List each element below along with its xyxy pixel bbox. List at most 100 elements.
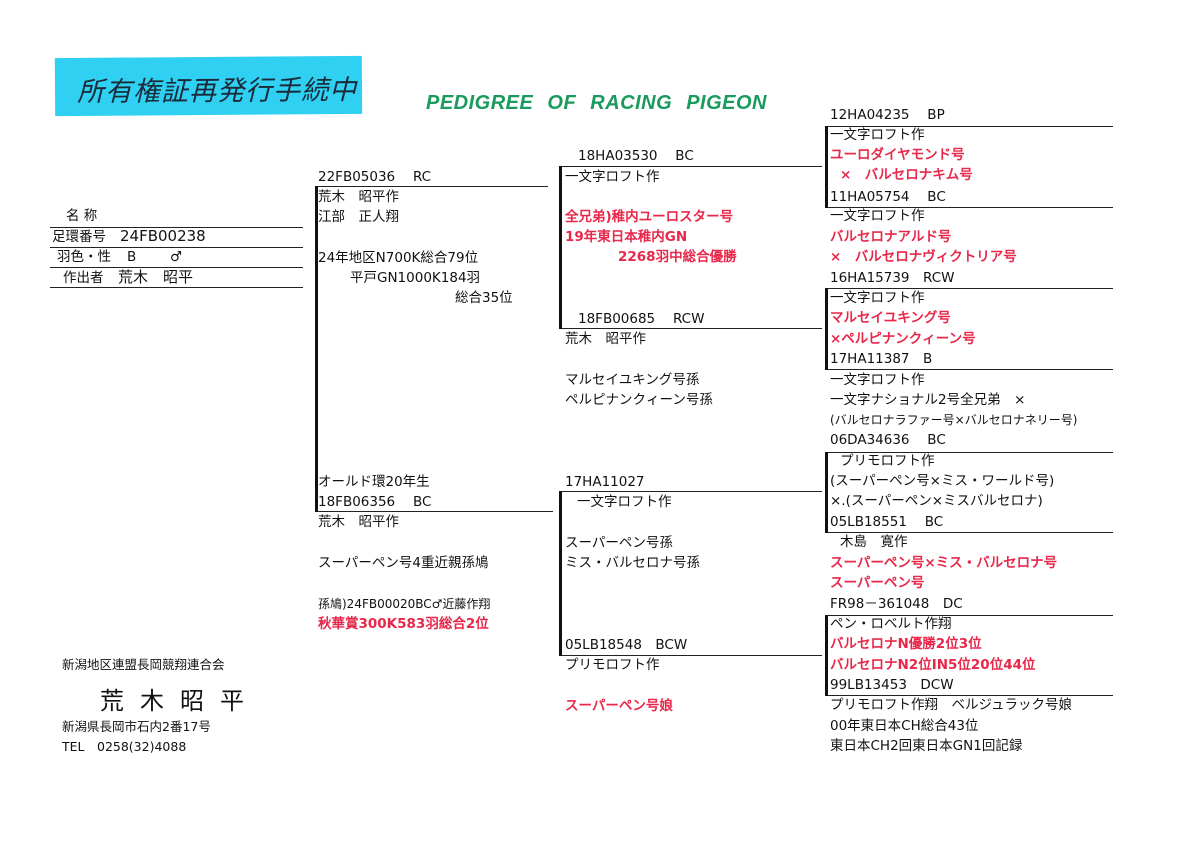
bracket-line <box>825 288 828 370</box>
gen3-pedigree-line: ×.(スーパーペン×ミスバルセロナ) <box>830 493 1043 509</box>
bracket-line <box>315 186 318 512</box>
bracket-line <box>560 655 822 656</box>
gen3-pedigree-line: 一文字ロフト作 <box>830 208 925 224</box>
handwritten-note: 所有権証再発行手続中 <box>76 74 358 108</box>
gen2-pedigree-line: 全兄弟)稚内ユーロスター号 <box>565 209 734 225</box>
gen3-pedigree-line: ユーロダイヤモンド号 <box>830 147 965 163</box>
sex-value: ♂ <box>170 249 183 265</box>
ring-number: 24FB00238 <box>120 227 206 245</box>
gen3-pedigree-line: 00年東日本CH総合43位 <box>830 718 979 734</box>
breeder-label: 作出者 <box>63 270 104 286</box>
gen3-pedigree-line: マルセイユキング号 <box>830 310 951 326</box>
gen1-pedigree-line: オールド環20年生 <box>318 474 430 490</box>
gen3-pedigree-line: プリモロフト作 <box>840 453 935 469</box>
gen3-pedigree-line: 05LB18551 BC <box>830 514 944 530</box>
ring-label: 足環番号 <box>52 229 106 245</box>
bracket-line <box>560 166 822 167</box>
gen3-pedigree-line: バルセロナN優勝2位3位 <box>830 636 982 652</box>
divider <box>50 267 303 268</box>
gen3-pedigree-line: × バルセロナヴィクトリア号 <box>830 249 1017 265</box>
gen1-pedigree-line: 秋華賞300K583羽総合2位 <box>318 616 489 632</box>
gen3-pedigree-line: スーパーペン号×ミス・バルセロナ号 <box>830 555 1058 571</box>
gen3-pedigree-line: 17HA11387 B <box>830 351 933 367</box>
bracket-line <box>316 186 548 187</box>
gen1-pedigree-line: 22FB05036 RC <box>318 169 432 185</box>
bracket-line <box>826 532 1113 533</box>
gen2-pedigree-line: 05LB18548 BCW <box>565 637 688 653</box>
bracket-line <box>825 126 828 208</box>
gen3-pedigree-line: 12HA04235 BP <box>830 107 945 123</box>
gen3-pedigree-line: 一文字ロフト作 <box>830 290 925 306</box>
bracket-line <box>825 615 828 696</box>
gen2-pedigree-line: ペルピナンクィーン号孫 <box>565 392 713 408</box>
bracket-line <box>826 369 1113 370</box>
bracket-line <box>560 491 822 492</box>
divider <box>50 227 303 228</box>
address: 新潟県長岡市石内2番17号 <box>62 719 211 734</box>
gen1-pedigree-line: 総合35位 <box>455 290 513 306</box>
bracket-line <box>825 452 828 533</box>
gen2-pedigree-line: スーパーペン号娘 <box>565 698 673 714</box>
gen3-pedigree-line: スーパーペン号 <box>830 575 925 591</box>
gen3-pedigree-line: バルセロナN2位IN5位20位44位 <box>830 657 1036 673</box>
bracket-line <box>560 328 822 329</box>
gen1-pedigree-line: 荒木 昭平作 <box>318 189 399 205</box>
bracket-line <box>826 126 1113 127</box>
gen3-pedigree-line: 06DA34636 BC <box>830 432 946 448</box>
gen1-pedigree-line: 24年地区N700K総合79位 <box>318 250 479 266</box>
bracket-line <box>559 491 562 656</box>
divider <box>50 287 303 288</box>
color-value: B <box>127 249 137 265</box>
gen1-pedigree-line: 平戸GN1000K184羽 <box>350 270 481 286</box>
gen3-pedigree-line: FR98－361048 DC <box>830 596 963 612</box>
gen3-pedigree-line: 東日本CH2回東日本GN1回記録 <box>830 738 1023 754</box>
gen2-pedigree-line: 19年東日本稚内GN <box>565 229 688 245</box>
bracket-line <box>826 207 1113 208</box>
color-sex-label: 羽色・性 <box>57 249 111 265</box>
gen1-pedigree-line: 荒木 昭平作 <box>318 514 399 530</box>
gen2-pedigree-line: 一文字ロフト作 <box>577 494 672 510</box>
gen2-pedigree-line: 17HA11027 <box>565 474 645 490</box>
bracket-line <box>316 511 553 512</box>
bracket-line <box>826 288 1113 289</box>
page-title: PEDIGREE OF RACING PIGEON <box>426 92 767 114</box>
gen1-pedigree-line: 孫鳩)24FB00020BC♂近藤作翔 <box>318 597 491 611</box>
bracket-line <box>559 166 562 329</box>
gen3-pedigree-line: 木島 寛作 <box>840 534 908 550</box>
gen2-pedigree-line: スーパーペン号孫 <box>565 535 673 551</box>
gen1-pedigree-line: 18FB06356 BC <box>318 494 432 510</box>
gen3-pedigree-line: 一文字ロフト作 <box>830 127 925 143</box>
gen2-pedigree-line: 18FB00685 RCW <box>578 311 705 327</box>
divider <box>50 247 303 248</box>
gen2-pedigree-line: 荒木 昭平作 <box>565 331 646 347</box>
bracket-line <box>826 695 1113 696</box>
owner-name: 荒木昭平 <box>100 687 260 715</box>
gen3-pedigree-line: 11HA05754 BC <box>830 189 946 205</box>
telephone: TEL 0258(32)4088 <box>62 739 187 754</box>
gen3-pedigree-line: 一文字ロフト作 <box>830 372 925 388</box>
gen3-pedigree-line: × バルセロナキム号 <box>840 167 973 183</box>
bracket-line <box>826 615 1113 616</box>
gen2-pedigree-line: プリモロフト作 <box>565 657 660 673</box>
gen2-pedigree-line: 一文字ロフト作 <box>565 169 660 185</box>
gen3-pedigree-line: (バルセロナラファー号×バルセロナネリー号) <box>830 413 1078 427</box>
gen3-pedigree-line: 99LB13453 DCW <box>830 677 954 693</box>
breeder-value: 荒木 昭平 <box>118 268 194 286</box>
gen3-pedigree-line: (スーパーペン号×ミス・ワールド号) <box>830 473 1055 489</box>
gen3-pedigree-line: プリモロフト作翔 ベルジュラック号娘 <box>830 697 1073 713</box>
gen3-pedigree-line: ペン・ロベルト作翔 <box>830 616 952 632</box>
gen2-pedigree-line: 2268羽中総合優勝 <box>618 249 737 265</box>
name-label: 名 称 <box>66 208 98 224</box>
gen3-pedigree-line: ×ペルピナンクィーン号 <box>830 331 976 347</box>
club-name: 新潟地区連盟長岡競翔連合会 <box>62 657 225 672</box>
gen1-pedigree-line: スーパーペン号4重近親孫鳩 <box>318 555 489 571</box>
gen3-pedigree-line: バルセロナアルド号 <box>830 229 952 245</box>
gen2-pedigree-line: マルセイユキング号孫 <box>565 372 700 388</box>
gen3-pedigree-line: 16HA15739 RCW <box>830 270 955 286</box>
gen2-pedigree-line: ミス・バルセロナ号孫 <box>565 555 700 571</box>
gen2-pedigree-line: 18HA03530 BC <box>578 148 694 164</box>
gen1-pedigree-line: 江部 正人翔 <box>318 209 399 225</box>
sticky-note: 所有権証再発行手続中 <box>54 55 363 117</box>
gen3-pedigree-line: 一文字ナショナル2号全兄弟 × <box>830 392 1026 408</box>
bracket-line <box>826 452 1113 453</box>
